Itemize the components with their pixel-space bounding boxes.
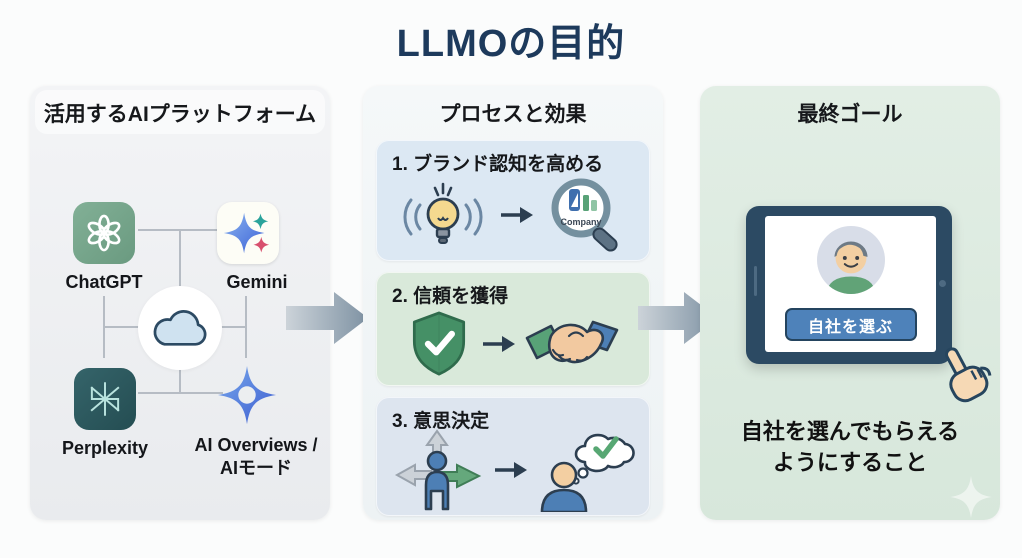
cloud-hub [138,286,222,370]
panel-final-goal: 最終ゴール 自社を選ぶ [700,86,1000,520]
thinking-person-check-icon [540,433,635,512]
goal-header: 最終ゴール [797,103,903,126]
step-brand-awareness: 1. ブランド認知を高める [376,140,650,261]
step-gain-trust: 2. 信頼を獲得 [376,272,650,386]
ai-overviews-icon [216,364,278,426]
ai-overviews-label-line2: AIモード [220,458,292,478]
cloud-icon [153,310,207,346]
step1-label: 1. ブランド認知を高める [392,154,604,175]
perplexity-mark-icon [90,382,120,416]
person-avatar-icon [825,241,876,294]
choose-company-button[interactable]: 自社を選ぶ [784,308,917,341]
right-arrow-icon [501,207,533,223]
page-title: LLMOの目的 [396,23,626,65]
gemini-sparkle-icon [223,212,270,254]
avatar [816,226,885,294]
goal-caption-line2: ようにすること [772,450,928,475]
panel-process-effects: プロセスと効果 1. ブランド認知を高める [363,86,663,520]
tablet-illustration: 自社を選ぶ [746,206,992,403]
right-arrow-icon [495,462,527,478]
process-header: プロセスと効果 [439,103,587,126]
hand-cursor-icon [936,344,994,415]
tablet-screen: 自社を選ぶ [765,216,936,352]
shield-check-icon [412,311,466,376]
tablet-volume-button [754,266,757,296]
magnifier-company-icon: Company [551,178,618,252]
gemini-icon [217,202,279,264]
platforms-header: 活用するAIプラットフォーム [43,103,317,126]
handshake-icon [525,320,619,364]
decision-person-arrows-icon [394,429,482,511]
ai-overviews-label-line1: AI Overviews / [194,435,318,455]
right-arrow-icon [483,336,515,352]
connector-line [138,392,223,394]
tablet-camera-dot [939,280,946,287]
flow-arrow-middle-to-right [638,292,718,344]
sparkle-deco-icon [950,476,992,518]
step3-label: 3. 意思決定 [392,411,490,432]
magnifier-company-text: Company [560,217,601,227]
openai-knot-icon [87,214,121,252]
panel-ai-platforms: 活用するAIプラットフォーム ChatGPT [30,86,330,520]
ai-overviews-star-icon [217,365,277,425]
connector-line [213,326,247,328]
panel-header-strip [35,90,325,134]
ai-overviews-label: AI Overviews / AIモード [186,434,326,480]
chatgpt-icon [73,202,135,264]
step2-label: 2. 信頼を獲得 [392,286,509,307]
perplexity-icon [74,368,136,430]
lightbulb-broadcast-icon [403,182,483,244]
perplexity-label: Perplexity [61,438,149,458]
connector-line [179,229,181,289]
gemini-label: Gemini [226,272,288,292]
connector-line [103,326,143,328]
connector-line [179,366,181,393]
step-decision: 3. 意思決定 [376,397,650,516]
flow-arrow-left-to-middle [286,292,368,344]
chatgpt-label: ChatGPT [65,272,143,292]
goal-caption-line1: 自社を選んでもらえる [740,419,960,444]
goal-caption: 自社を選んでもらえる ようにすること [700,416,1000,478]
